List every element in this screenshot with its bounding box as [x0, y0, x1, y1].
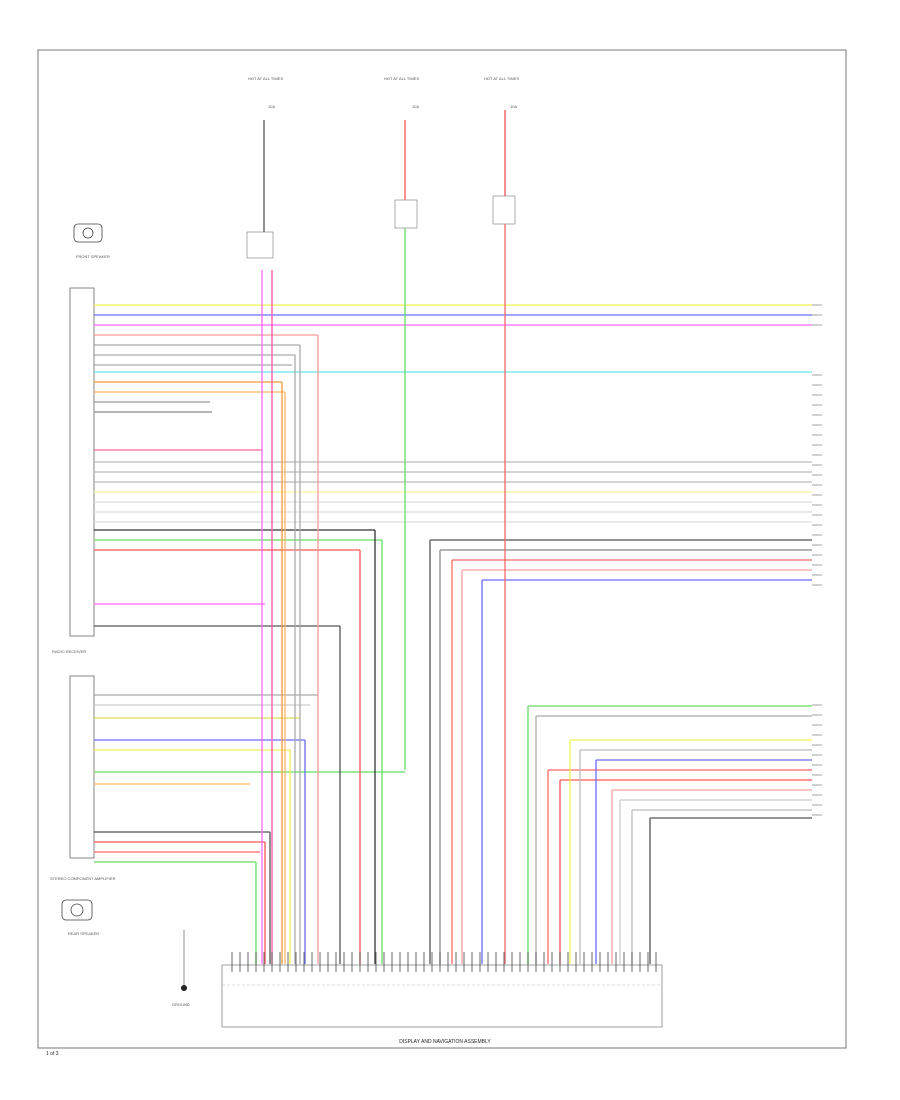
top-fuse-1-label: HOT AT ALL TIMES: [248, 76, 283, 81]
radio-receiver-box: [69, 287, 95, 637]
connector-pins: [231, 304, 822, 972]
left-block-label: RADIO RECEIVER: [52, 649, 86, 654]
diagram-frame: [37, 49, 847, 1049]
speaker-icon: [61, 899, 93, 921]
amplifier-box: [69, 675, 95, 859]
navigation-connector: [221, 964, 663, 1028]
bottom-caption: DISPLAY AND NAVIGATION ASSEMBLY: [399, 1039, 491, 1045]
top-fuse-3-label: HOT AT ALL TIMES: [484, 76, 519, 81]
ground-label: GROUND: [172, 1002, 190, 1007]
left-speaker-bottom-label: REAR SPEAKER: [68, 931, 99, 936]
fuse-3-label: 10A: [510, 104, 517, 109]
page-label: 1 of 3: [46, 1051, 59, 1057]
ground-icon: [181, 930, 187, 991]
fuse-1-label: 10A: [268, 104, 275, 109]
top-fuse-2-label: HOT AT ALL TIMES: [384, 76, 419, 81]
left-speaker-top-label: FRONT SPEAKER: [76, 254, 110, 259]
left-block-2-label: STEREO COMPONENT AMPLIFIER: [50, 876, 116, 881]
speaker-icon: [73, 223, 103, 243]
vertical-wires: [255, 110, 651, 964]
fuse-2-label: 10A: [412, 104, 419, 109]
horizontal-wires: [94, 304, 812, 863]
fuse-box-group: [246, 195, 516, 259]
